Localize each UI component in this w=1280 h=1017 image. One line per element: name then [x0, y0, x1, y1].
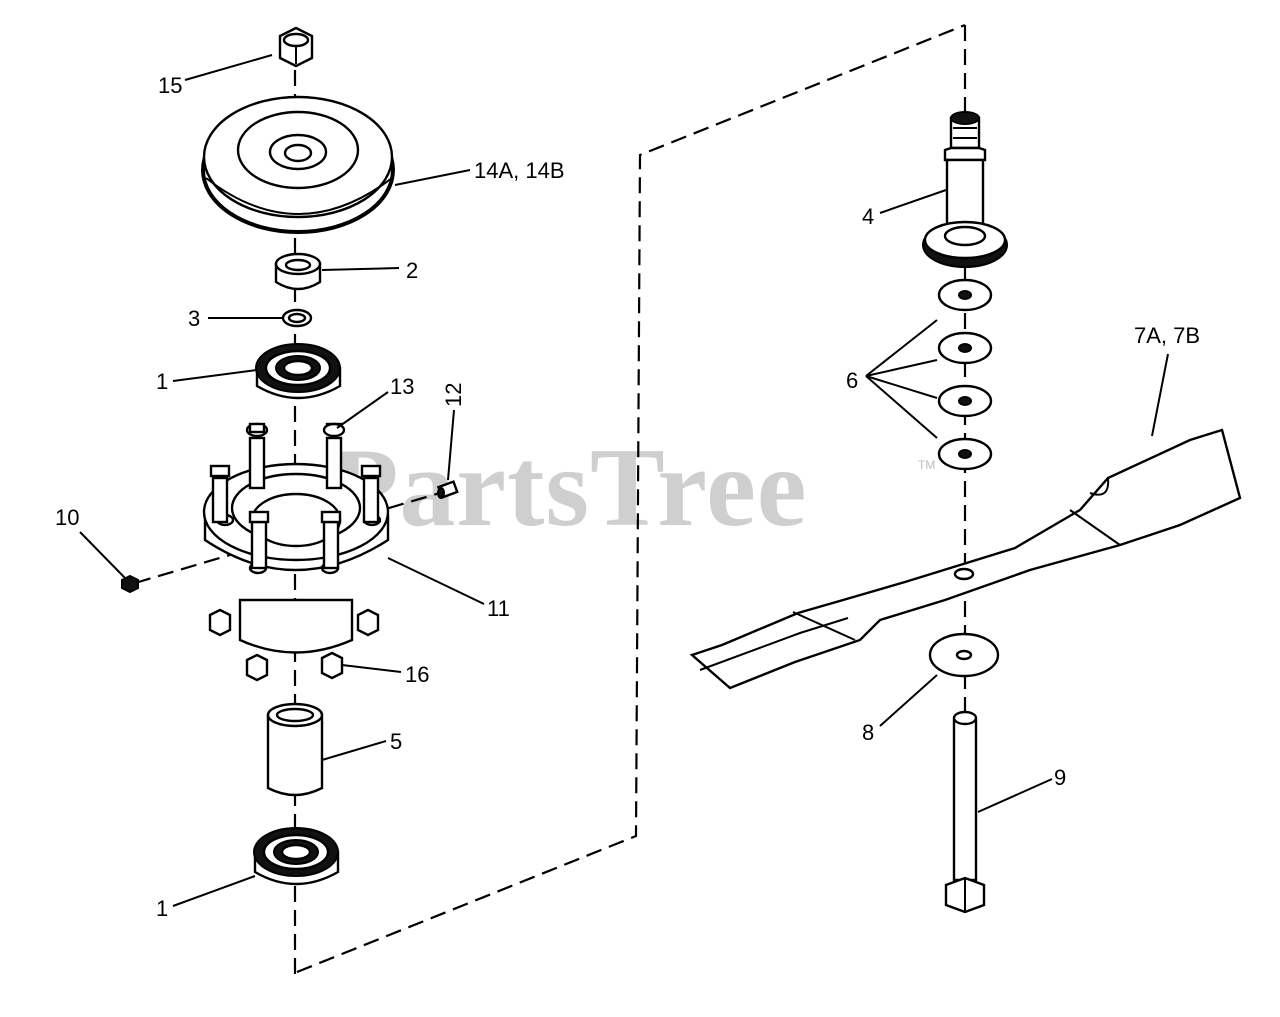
leader-lines: [79, 54, 1169, 907]
bearing-1-bottom[interactable]: [253, 827, 340, 886]
watermark-trademark: TM: [918, 458, 936, 472]
nuts-16[interactable]: [208, 608, 380, 682]
grease-fitting-12[interactable]: [436, 480, 459, 499]
hex-nut-15[interactable]: [278, 26, 314, 68]
washers-6[interactable]: [937, 278, 993, 471]
callout-3: 3: [188, 306, 200, 331]
callout-4: 4: [862, 204, 874, 229]
callout-2: 2: [406, 258, 418, 283]
callout-16: 16: [405, 662, 429, 687]
bearing-1-top[interactable]: [255, 343, 342, 400]
callout-10: 10: [55, 505, 79, 530]
callout-13: 13: [390, 374, 414, 399]
callout-8: 8: [862, 720, 874, 745]
callout-1-top: 1: [156, 369, 168, 394]
callout-9: 9: [1054, 765, 1066, 790]
retaining-ring-3[interactable]: [281, 308, 313, 328]
pulley-14[interactable]: [201, 95, 395, 234]
callout-6: 6: [846, 368, 858, 393]
spindle-shaft-4[interactable]: [922, 111, 1008, 268]
callout-5: 5: [390, 729, 402, 754]
watermark: PartsTree: [330, 426, 808, 550]
callout-7: 7A, 7B: [1134, 323, 1200, 348]
callout-labels: 15 14A, 14B 2 3 1 13 12 10 11 16 5 1 4 6…: [55, 73, 1200, 921]
callout-15: 15: [158, 73, 182, 98]
mower-blade-7[interactable]: [689, 428, 1242, 690]
callout-14: 14A, 14B: [474, 158, 565, 183]
bolts-13[interactable]: [209, 422, 382, 570]
callout-12: 12: [441, 383, 466, 407]
blade-bolt-9[interactable]: [944, 710, 986, 914]
plug-10[interactable]: [121, 574, 139, 594]
spacer-2[interactable]: [274, 252, 322, 291]
callout-11: 11: [487, 596, 510, 621]
callout-1-bottom: 1: [156, 896, 168, 921]
spacer-tube-5[interactable]: [266, 702, 324, 797]
blade-washer-8[interactable]: [928, 632, 1000, 678]
